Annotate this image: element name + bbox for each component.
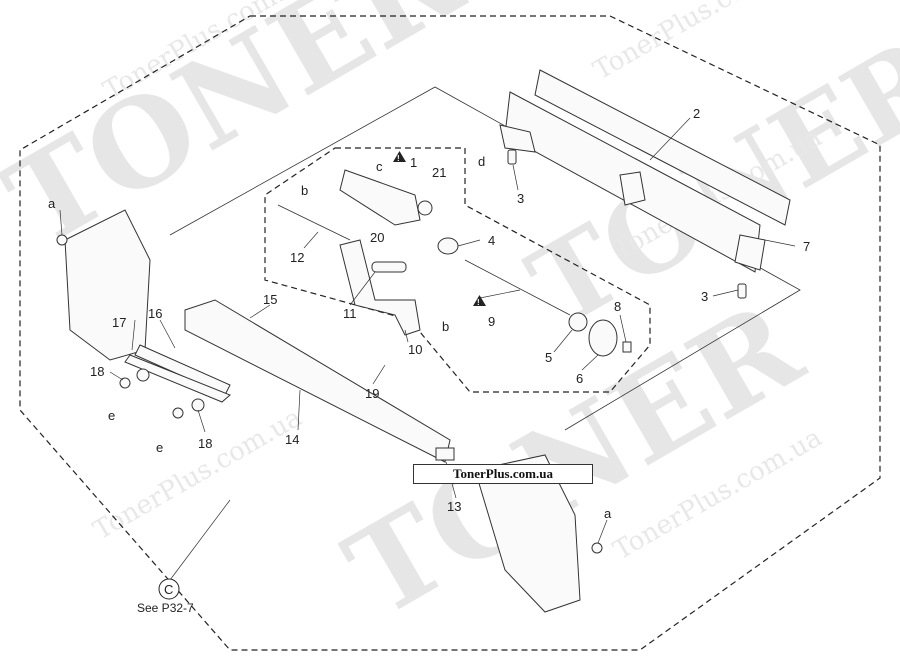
right-side-frame	[474, 454, 603, 613]
label-part-5: 5	[545, 350, 552, 365]
part-labels: 1 2 3 3 4 5 6 7 8 9 10 11 12 13 14 15 16…	[48, 106, 810, 521]
label-screw-d: d	[478, 154, 485, 169]
part-13-bracket	[435, 447, 455, 461]
part-6-roller	[588, 319, 618, 357]
warning-icon-1: !	[393, 151, 406, 163]
reference-note: See P32-7	[137, 601, 194, 615]
label-part-8: 8	[614, 299, 621, 314]
label-part-18a: 18	[90, 364, 104, 379]
label-screw-b-1: b	[301, 183, 308, 198]
label-screw-e-2: e	[156, 440, 163, 455]
watermark-brand-1: TONER	[0, 0, 484, 275]
label-part-21: 21	[432, 165, 446, 180]
label-part-9: 9	[488, 314, 495, 329]
label-screw-a-2: a	[604, 506, 612, 521]
washer-18-1	[136, 368, 150, 382]
part-1-bracket	[339, 169, 421, 226]
label-screw-b-2: b	[442, 319, 449, 334]
label-part-6: 6	[576, 371, 583, 386]
label-screw-a-1: a	[48, 196, 56, 211]
label-part-4: 4	[488, 233, 495, 248]
label-part-10: 10	[408, 342, 422, 357]
label-part-20: 20	[370, 230, 384, 245]
screw-e-2	[172, 407, 184, 419]
label-part-14: 14	[285, 432, 299, 447]
part-3-pins	[507, 149, 747, 299]
label-part-3a: 3	[517, 191, 524, 206]
watermark-site-2: TonerPlus.com.ua	[589, 0, 808, 86]
part-4-bearing	[437, 237, 459, 255]
screw-e-1	[119, 377, 131, 389]
part-21-roller	[417, 200, 433, 216]
part-16-link-plate	[124, 354, 231, 403]
label-part-11: 11	[343, 306, 357, 321]
label-part-13: 13	[447, 499, 461, 514]
part-8-clip	[622, 341, 632, 353]
watermark-site-4: TonerPlus.com.ua	[89, 403, 308, 547]
site-url-box: TonerPlus.com.ua	[413, 464, 593, 484]
part-10-lever	[339, 239, 421, 336]
reference-symbol: C	[164, 582, 173, 597]
label-part-1: 1	[410, 155, 417, 170]
label-part-2: 2	[693, 106, 700, 121]
warning-icon-2: !	[473, 295, 486, 307]
svg-text:!: !	[397, 154, 400, 163]
part-5-bushing	[568, 312, 588, 332]
callout-lines	[59, 117, 796, 581]
label-part-7: 7	[803, 239, 810, 254]
svg-text:!: !	[477, 298, 480, 307]
part-2-guide-plate	[499, 69, 791, 273]
reference-marker: C See P32-7	[137, 578, 194, 615]
label-part-12: 12	[290, 250, 304, 265]
label-part-15: 15	[263, 292, 277, 307]
inner-dashed-boundary	[264, 147, 651, 393]
label-screw-c: c	[376, 159, 383, 174]
label-part-18b: 18	[198, 436, 212, 451]
label-screw-e-1: e	[108, 408, 115, 423]
label-part-17: 17	[112, 315, 126, 330]
washer-18-2	[191, 398, 205, 412]
part-11-spring	[371, 261, 407, 273]
label-part-19: 19	[365, 386, 379, 401]
part-9-shaft	[464, 259, 571, 316]
part-12-shaft	[277, 204, 351, 241]
label-part-3b: 3	[701, 289, 708, 304]
label-part-16: 16	[148, 306, 162, 321]
